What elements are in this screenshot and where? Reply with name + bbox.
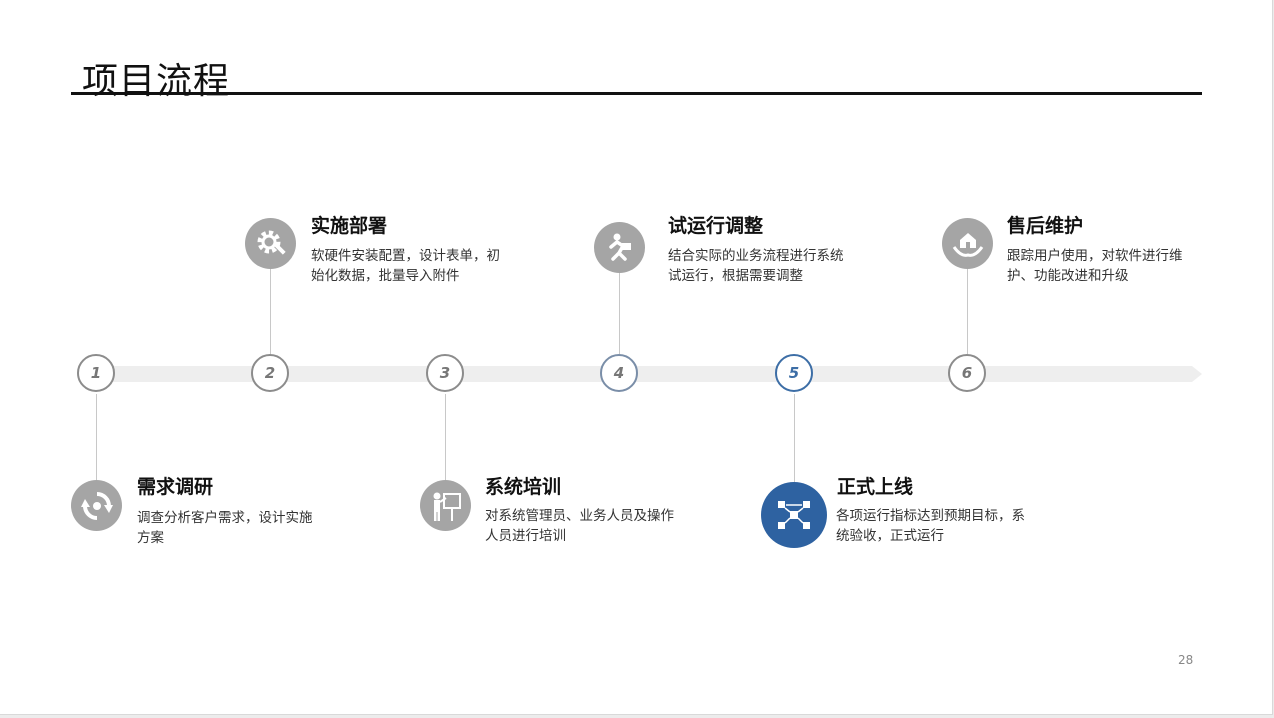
hand-house-icon	[942, 218, 993, 269]
step-3-connector	[445, 394, 446, 480]
step-4-description: 结合实际的业务流程进行系统试运行，根据需要调整	[668, 248, 844, 284]
title-underline	[71, 92, 1202, 95]
timeline-arrowhead	[1192, 366, 1202, 382]
step-3-number: 3	[426, 354, 464, 392]
step-5-title: 正式上线	[837, 476, 914, 498]
step-6-description: 跟踪用户使用，对软件进行维护、功能改进和升级	[1007, 248, 1183, 284]
step-1-title: 需求调研	[137, 476, 214, 498]
step-2-number: 2	[251, 354, 289, 392]
step-4-title: 试运行调整	[668, 215, 764, 237]
presenter-board-icon	[420, 480, 471, 531]
step-5-connector	[794, 394, 795, 482]
step-4-connector	[619, 272, 620, 354]
gear-wrench-icon	[245, 218, 296, 269]
step-3-description: 对系统管理员、业务人员及操作人员进行培训	[485, 508, 674, 544]
step-3-title: 系统培训	[485, 476, 562, 498]
step-5-number: 5	[775, 354, 813, 392]
refresh-cycle-icon	[71, 480, 122, 531]
step-1-description: 调查分析客户需求，设计实施方案	[137, 510, 313, 546]
step-2-title: 实施部署	[311, 215, 388, 237]
step-2-description: 软硬件安装配置，设计表单，初始化数据，批量导入附件	[311, 248, 500, 284]
timeline-track	[96, 366, 1192, 382]
step-2-connector	[270, 268, 271, 354]
network-flow-icon	[761, 482, 827, 548]
running-person-icon	[594, 222, 645, 273]
step-6-title: 售后维护	[1007, 215, 1084, 237]
slide-title: 项目流程	[82, 61, 231, 102]
step-6-number: 6	[948, 354, 986, 392]
step-4-number: 4	[600, 354, 638, 392]
step-1-connector	[96, 394, 97, 480]
step-5-description: 各项运行指标达到预期目标，系统验收，正式运行	[836, 508, 1025, 544]
page-number: 28	[1178, 653, 1194, 667]
step-1-number: 1	[77, 354, 115, 392]
step-6-connector	[967, 268, 968, 354]
